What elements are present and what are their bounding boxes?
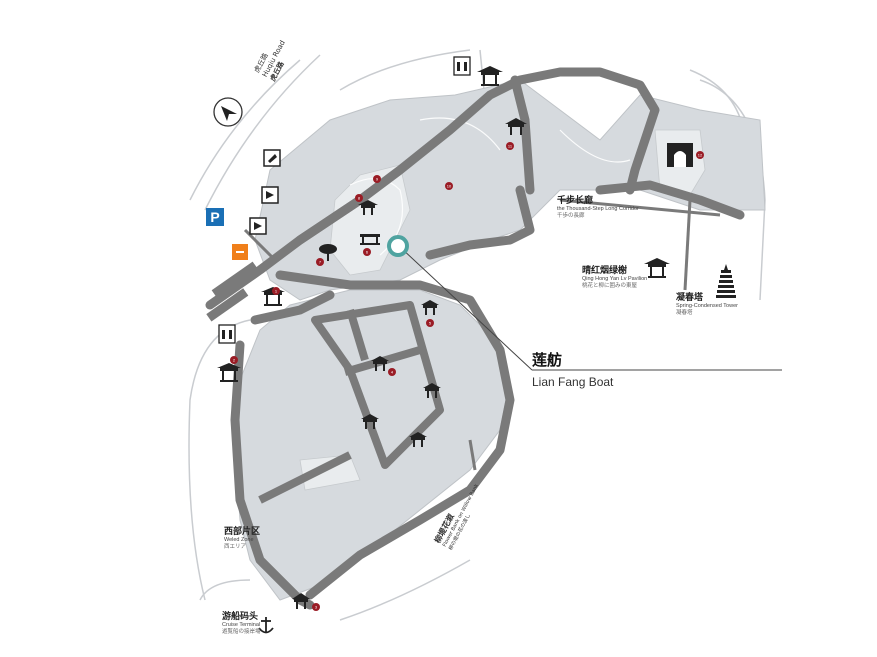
marker-5: [426, 319, 434, 327]
pavilion-icon: [505, 118, 527, 135]
marker-label: 12: [698, 153, 703, 158]
marker-label: 7: [319, 260, 322, 265]
pavilion-icon: [217, 363, 241, 382]
compass-arrow-icon: [213, 97, 243, 127]
marker-label: 3: [315, 605, 318, 610]
gate-icon: [667, 143, 693, 167]
entrance-arrow-icon: [261, 186, 279, 204]
entrance-arrow-icon: [249, 217, 267, 235]
pavilion-icon: [361, 414, 379, 429]
marker-2: [230, 356, 238, 364]
west-zone-label: 西部片区 Weled Zone 西エリア: [224, 527, 261, 550]
anchor-icon: [258, 617, 274, 634]
marker-label: 11: [508, 144, 513, 149]
pavilion-icon: [644, 258, 670, 278]
marker-label: 8: [358, 196, 361, 201]
callout-leader-line: [399, 246, 533, 371]
marker-8: [355, 194, 363, 202]
tower-label: 凝春塔 Spring-Condensed Tower 凝春塔: [676, 293, 738, 316]
marker-9: [373, 175, 381, 183]
marker-label: 1: [275, 289, 278, 294]
marker-6: [363, 248, 371, 256]
marker-label: 5: [429, 321, 432, 326]
marker-label: 2: [233, 358, 236, 363]
ticket-icon: [263, 149, 281, 167]
exit-icon: [232, 244, 248, 260]
highlight-ring-icon: [387, 235, 409, 257]
marker-11: [506, 142, 514, 150]
marker-label: 6: [366, 250, 369, 255]
pavilion-icon: [358, 200, 378, 215]
pavilion-label: 晴红烟绿榭 Qing Hong Yan Lv Pavilion 桃花と柳に囲みの…: [582, 266, 648, 289]
pavilion-icon: [477, 66, 503, 86]
restroom-icon: [453, 56, 471, 76]
corridor-label: 千步长廊 the Thousand-Step Long Corridor 千歩の…: [557, 196, 639, 219]
marker-10: [445, 182, 453, 190]
pavilion-icon: [421, 300, 439, 315]
pavilion-icon: [292, 593, 310, 609]
marker-label: 9: [376, 177, 379, 182]
marker-7: [316, 258, 324, 266]
callout-title: 莲舫: [532, 351, 563, 369]
pavilion-icon: [423, 383, 441, 398]
pagoda-icon: [716, 264, 736, 298]
marker-3: [312, 603, 320, 611]
parking-sign: P: [206, 208, 224, 226]
marker-1: [272, 287, 280, 295]
marker-label: 4: [391, 370, 394, 375]
restroom-icon: [218, 324, 236, 344]
pavilion-icon: [360, 234, 380, 245]
cruise-terminal-label: 游船码头 Cruise Terminal 遊覧船の接岸場: [222, 612, 261, 635]
marker-label: 10: [447, 184, 452, 189]
pavilion-icon: [371, 356, 389, 371]
pavilion-icon: [409, 432, 427, 447]
marker-12: [696, 151, 704, 159]
callout-subtitle: Lian Fang Boat: [532, 375, 614, 389]
marker-4: [388, 368, 396, 376]
tree-icon: [319, 244, 337, 261]
